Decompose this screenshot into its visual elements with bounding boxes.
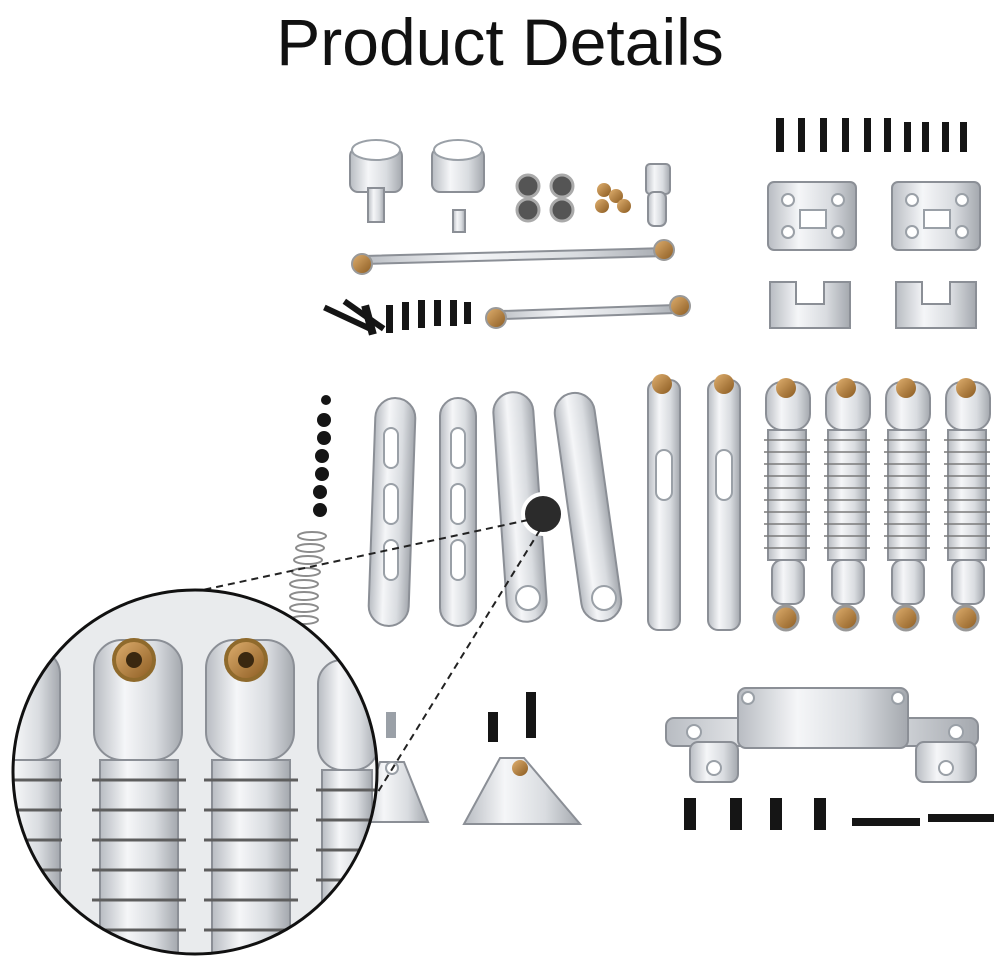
bottom-screws	[684, 798, 994, 830]
shock-springs	[764, 439, 990, 549]
steering-knuckle-right	[431, 139, 485, 233]
shock-absorber-4	[945, 378, 991, 632]
suspension-link-4	[553, 391, 623, 623]
magnifier-circle	[11, 588, 379, 956]
coil-spring	[289, 531, 327, 625]
u-bracket-right	[895, 281, 977, 329]
steering-knuckle-left	[349, 139, 403, 223]
zoom-focus-dot	[521, 492, 565, 536]
suspension-link-2	[439, 397, 477, 627]
brass-bushings	[595, 183, 631, 213]
shock-absorber-3	[885, 378, 931, 632]
screws-row-top	[776, 118, 967, 152]
servo-horn	[645, 163, 671, 227]
suspension-link-1	[367, 397, 417, 627]
suspension-link-3	[492, 391, 548, 623]
u-bracket-left	[769, 281, 851, 329]
bumper-plate	[665, 687, 979, 783]
shock-absorber-1	[765, 378, 811, 632]
antenna-beads	[313, 395, 331, 517]
shock-tower-arm-1	[647, 374, 681, 631]
shock-absorber-2	[825, 378, 871, 632]
screws-pile	[323, 298, 471, 336]
page-title: Product Details	[276, 5, 724, 79]
mount-block-right	[891, 181, 981, 251]
mount-block-left	[767, 181, 857, 251]
mount-screws	[488, 692, 536, 742]
zoom-lines	[197, 519, 541, 809]
ball-bearings	[515, 173, 575, 223]
shock-tower-arm-2	[707, 374, 741, 631]
shock-mount-right	[462, 757, 583, 825]
steering-link-long	[351, 239, 675, 275]
steering-link-short	[485, 295, 691, 329]
